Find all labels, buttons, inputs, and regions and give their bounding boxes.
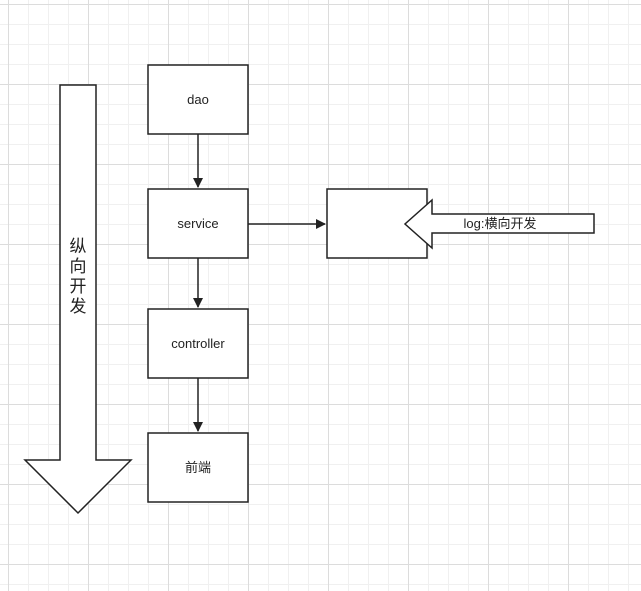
node-service-box [147, 188, 249, 259]
horizontal-arrow-shape [403, 198, 595, 250]
node-controller[interactable]: controller [147, 308, 249, 379]
node-service-label: service [177, 216, 218, 231]
vertical-arrow-label-char: 开 [70, 277, 87, 296]
node-frontend-box [147, 432, 249, 503]
node-service[interactable]: service [147, 188, 249, 259]
node-dao[interactable]: dao [147, 64, 249, 135]
vertical-arrow-label-char: 纵 [70, 237, 87, 256]
vertical-development-arrow: 纵 向 开 发 [23, 84, 133, 515]
horizontal-development-arrow: log:横向开发 [403, 198, 595, 250]
node-frontend[interactable]: 前端 [147, 432, 249, 503]
node-controller-box [147, 308, 249, 379]
vertical-arrow-shape [23, 84, 133, 515]
horizontal-arrow-label: log:横向开发 [464, 216, 537, 231]
vertical-arrow-label-char: 发 [70, 297, 87, 316]
node-dao-label: dao [187, 92, 209, 107]
node-frontend-label: 前端 [185, 460, 211, 475]
node-controller-label: controller [171, 336, 225, 351]
vertical-arrow-label-char: 向 [70, 257, 87, 276]
